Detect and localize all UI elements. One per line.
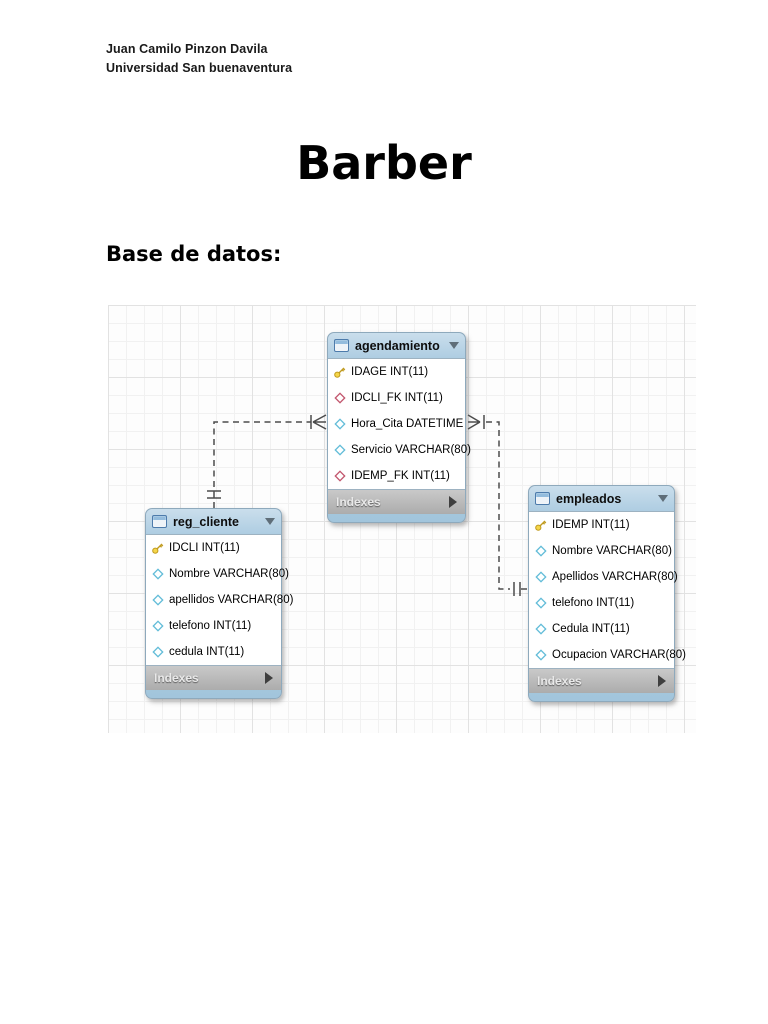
column-label: Apellidos VARCHAR(80) — [552, 571, 678, 583]
foreign-key-icon — [333, 470, 346, 482]
column-icon — [534, 545, 547, 557]
column-label: IDEMP_FK INT(11) — [351, 470, 450, 482]
column-label: IDEMP INT(11) — [552, 519, 630, 531]
table-icon — [535, 492, 550, 505]
column-label: Nombre VARCHAR(80) — [169, 568, 289, 580]
table-title: agendamiento — [355, 338, 440, 353]
column-row: cedula INT(11) — [146, 639, 281, 665]
indexes-expand-icon — [449, 496, 457, 508]
column-list: IDEMP INT(11) Nombre VARCHAR(80) Apellidos… — [529, 511, 686, 669]
relationship-connectors — [207, 414, 527, 596]
column-row: Hora_Cita DATETIME — [328, 411, 465, 437]
table-header: empleados — [529, 486, 674, 511]
column-icon — [534, 623, 547, 635]
db-table-reg_cliente: reg_cliente IDCLI INT(11) Nombre VARCHAR(… — [145, 508, 293, 699]
primary-key-icon — [535, 520, 547, 531]
relationship-reg_cliente-agendamiento — [207, 414, 327, 508]
column-label: IDCLI_FK INT(11) — [351, 392, 443, 404]
column-label: telefono INT(11) — [169, 620, 252, 632]
collapse-arrow-icon — [658, 495, 668, 502]
column-label: IDCLI INT(11) — [169, 542, 240, 554]
column-icon — [151, 646, 164, 658]
db-table-agendamiento: agendamiento IDAGE INT(11) IDCLI_FK INT(1… — [327, 332, 471, 523]
author-block: Juan Camilo Pinzon Davila Universidad Sa… — [106, 40, 292, 78]
collapse-arrow-icon — [449, 342, 459, 349]
column-row: Nombre VARCHAR(80) — [529, 538, 674, 564]
column-list: IDAGE INT(11) IDCLI_FK INT(11) Hora_Cita D… — [328, 358, 471, 490]
column-label: apellidos VARCHAR(80) — [169, 594, 294, 606]
column-row: Nombre VARCHAR(80) — [146, 561, 289, 587]
table-title: reg_cliente — [173, 514, 240, 529]
column-label: cedula INT(11) — [169, 646, 245, 658]
column-icon — [534, 649, 547, 661]
indexes-expand-icon — [265, 672, 273, 684]
document-title: Barber — [296, 136, 472, 190]
column-icon — [534, 571, 547, 583]
column-row: Servicio VARCHAR(80) — [328, 437, 471, 463]
column-row: IDCLI INT(11) — [146, 535, 281, 561]
er-diagram: agendamiento IDAGE INT(11) IDCLI_FK INT(1… — [108, 305, 696, 733]
table-header: agendamiento — [328, 333, 465, 358]
column-list: IDCLI INT(11) Nombre VARCHAR(80) apellidos… — [146, 534, 293, 666]
column-icon — [151, 568, 164, 580]
foreign-key-icon — [333, 392, 346, 404]
table-header: reg_cliente — [146, 509, 281, 534]
university-name: Universidad San buenaventura — [106, 61, 293, 75]
indexes-bar: Indexes — [328, 490, 465, 514]
column-label: telefono INT(11) — [552, 597, 635, 609]
indexes-label: Indexes — [154, 671, 199, 685]
column-label: Nombre VARCHAR(80) — [552, 545, 672, 557]
column-label: IDAGE INT(11) — [351, 366, 429, 378]
collapse-arrow-icon — [265, 518, 275, 525]
indexes-bar: Indexes — [529, 669, 674, 693]
crow-foot-marker — [312, 414, 327, 430]
indexes-label: Indexes — [537, 674, 582, 688]
column-icon — [151, 620, 164, 632]
column-row: IDCLI_FK INT(11) — [328, 385, 465, 411]
column-row: telefono INT(11) — [146, 613, 281, 639]
table-icon — [152, 515, 167, 528]
column-icon — [151, 594, 164, 606]
column-row: telefono INT(11) — [529, 590, 674, 616]
indexes-bar: Indexes — [146, 666, 281, 690]
column-label: Ocupacion VARCHAR(80) — [552, 649, 687, 661]
column-icon — [534, 597, 547, 609]
primary-key-icon — [334, 367, 346, 378]
column-icon — [333, 444, 346, 456]
column-row: Ocupacion VARCHAR(80) — [529, 642, 686, 668]
indexes-label: Indexes — [336, 495, 381, 509]
column-row: IDAGE INT(11) — [328, 359, 465, 385]
cardinality-one-marker — [207, 490, 221, 499]
column-icon — [333, 418, 346, 430]
db-table-empleados: empleados IDEMP INT(11) Nombre VARCHAR(80… — [528, 485, 686, 702]
section-heading: Base de datos: — [106, 242, 282, 266]
column-row: Apellidos VARCHAR(80) — [529, 564, 678, 590]
column-row: IDEMP_FK INT(11) — [328, 463, 465, 489]
indexes-expand-icon — [658, 675, 666, 687]
table-title: empleados — [556, 491, 622, 506]
cardinality-one-marker — [513, 582, 521, 596]
column-row: apellidos VARCHAR(80) — [146, 587, 293, 613]
column-row: IDEMP INT(11) — [529, 512, 674, 538]
column-label: Cedula INT(11) — [552, 623, 630, 635]
crow-foot-marker — [467, 414, 481, 430]
column-label: Hora_Cita DATETIME — [351, 418, 464, 430]
primary-key-icon — [152, 543, 164, 554]
column-row: Cedula INT(11) — [529, 616, 674, 642]
author-name: Juan Camilo Pinzon Davila — [106, 42, 268, 56]
table-icon — [334, 339, 349, 352]
column-label: Servicio VARCHAR(80) — [351, 444, 471, 456]
relationship-agendamiento-empleados — [467, 414, 527, 596]
